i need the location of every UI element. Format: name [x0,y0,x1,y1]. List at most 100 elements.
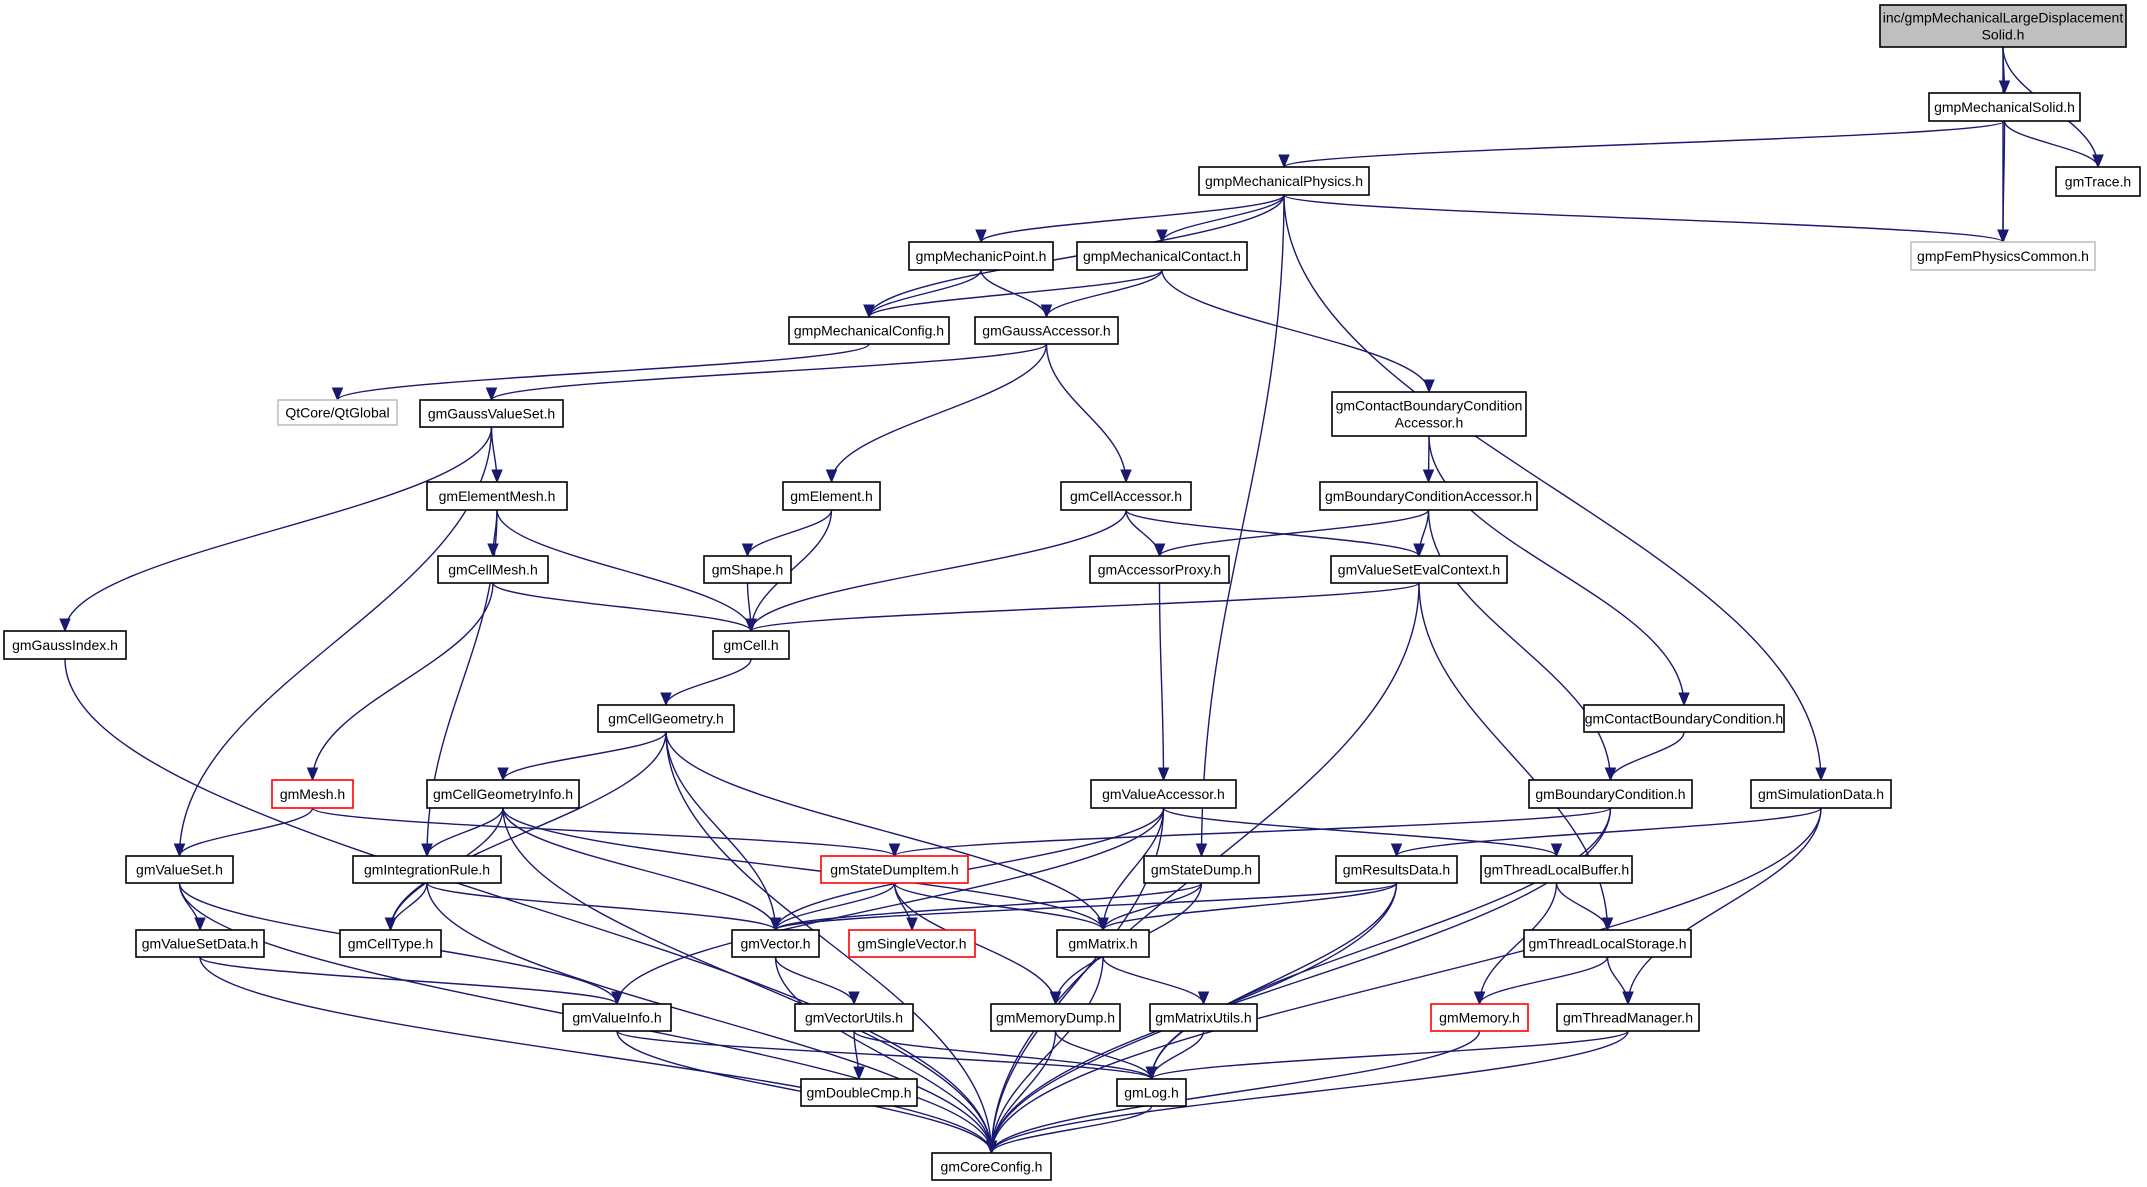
edge-results-data-to-vector [774,882,1398,931]
node-results-data[interactable]: gmResultsData.h [1335,855,1458,884]
arrowhead-icon [888,843,901,858]
arrowhead-icon [59,618,71,633]
node-boundary-condition[interactable]: gmBoundaryCondition.h [1528,779,1693,809]
node-vector[interactable]: gmVector.h [731,929,820,958]
node-box [1480,855,1633,884]
node-cell-type[interactable]: gmCellType.h [339,929,442,958]
node-gauss-accessor[interactable]: gmGaussAccessor.h [974,316,1119,345]
node-box [1319,481,1538,511]
edge-memory-dump-to-core-config [990,1030,1057,1154]
node-label: gmSingleVector.h [858,936,967,952]
node-value-set-eval-context[interactable]: gmValueSetEvalContext.h [1330,555,1508,584]
node-value-accessor[interactable]: gmValueAccessor.h [1090,779,1237,809]
edge-mech-contact-to-contact-bcaccessor [1161,269,1430,393]
node-trace[interactable]: gmTrace.h [2055,166,2141,197]
node-label: gmpMechanicalConfig.h [794,323,944,339]
node-box [703,555,792,584]
node-gauss-index[interactable]: gmGaussIndex.h [3,630,127,660]
node-vector-utils[interactable]: gmVectorUtils.h [794,1003,914,1032]
edge-value-set-eval-context-to-cell [750,582,1420,632]
node-label: Solid.h [1982,27,2025,43]
edge-mech-physics-to-fem-common [1283,194,2004,243]
node-mesh[interactable]: gmMesh.h [271,779,354,809]
edge-memory-dump-to-log [1054,1030,1153,1080]
edge-value-accessor-to-matrix [1102,807,1165,931]
node-state-dump-item[interactable]: gmStateDumpItem.h [820,855,969,884]
node-element[interactable]: gmElement.h [782,481,881,511]
node-state-dump[interactable]: gmStateDump.h [1143,855,1260,884]
edge-value-accessor-to-value-info [616,807,1165,1005]
node-mech-config[interactable]: gmpMechanicalConfig.h [788,316,950,345]
node-mech-contact[interactable]: gmpMechanicalContact.h [1076,241,1248,271]
edge-cell-accessor-to-value-set-eval-context [1125,509,1420,557]
node-cell-geometry[interactable]: gmCellGeometry.h [597,704,735,733]
node-thread-manager[interactable]: gmThreadManager.h [1556,1003,1700,1032]
edge-gauss-accessor-to-cell-accessor [1045,343,1127,483]
node-simulation-data[interactable]: gmSimulationData.h [1750,779,1892,809]
node-single-vector[interactable]: gmSingleVector.h [848,929,976,958]
node-value-info[interactable]: gmValueInfo.h [562,1003,672,1032]
node-cell[interactable]: gmCell.h [712,630,790,660]
node-box [1331,391,1527,437]
node-gauss-value-set[interactable]: gmGaussValueSet.h [419,399,564,428]
node-mech-point[interactable]: gmpMechanicPoint.h [908,241,1054,271]
edge-cell-mesh-to-mesh [311,582,494,781]
node-cell-geometry-info[interactable]: gmCellGeometryInfo.h [426,779,580,809]
node-mech-physics[interactable]: gmpMechanicalPhysics.h [1198,166,1370,196]
node-box [1523,929,1692,958]
node-root[interactable]: inc/gmpMechanicalLargeDisplacementSolid.… [1879,4,2127,48]
node-matrix-utils[interactable]: gmMatrixUtils.h [1149,1003,1258,1032]
node-box [1090,779,1237,809]
arrowhead-icon [1197,991,1210,1006]
node-integration-rule[interactable]: gmIntegrationRule.h [352,855,502,884]
arrowhead-icon [741,543,754,558]
node-label: gmLog.h [1124,1085,1178,1101]
node-contact-bc[interactable]: gmContactBoundaryCondition.h [1583,704,1785,733]
edge-mech-contact-to-mech-config [868,269,1163,318]
node-box [352,855,502,884]
arrowhead-icon [985,1140,998,1155]
arrowhead-icon [1390,843,1403,858]
edge-contact-bc-to-boundary-condition [1609,731,1685,781]
arrowhead-icon [384,917,397,932]
node-bc-accessor[interactable]: gmBoundaryConditionAccessor.h [1319,481,1538,511]
arrowhead-icon [745,618,757,633]
node-shape[interactable]: gmShape.h [703,555,792,584]
node-mech-solid[interactable]: gmpMechanicalSolid.h [1928,92,2081,122]
edge-bc-accessor-to-boundary-condition [1427,509,1612,781]
node-matrix[interactable]: gmMatrix.h [1056,929,1150,958]
node-box [597,704,735,733]
node-label: gmShape.h [712,562,784,578]
node-core-config[interactable]: gmCoreConfig.h [931,1152,1052,1181]
node-label: gmContactBoundaryCondition [1336,398,1523,414]
arrowhead-icon [487,543,499,558]
edge-thread-manager-to-core-config [990,1030,1629,1154]
node-thread-local-buffer[interactable]: gmThreadLocalBuffer.h [1480,855,1633,884]
node-value-set[interactable]: gmValueSet.h [125,855,234,884]
arrowhead-icon [1278,154,1290,169]
node-element-mesh[interactable]: gmElementMesh.h [426,481,568,511]
node-label: gmThreadLocalBuffer.h [1484,862,1629,878]
node-accessor-proxy[interactable]: gmAccessorProxy.h [1089,555,1230,584]
node-box [135,929,265,958]
edge-mech-point-to-mech-config [868,269,982,318]
node-value-set-data[interactable]: gmValueSetData.h [135,929,265,958]
node-memory-dump[interactable]: gmMemoryDump.h [990,1003,1121,1032]
edge-accessor-proxy-to-value-accessor [1158,582,1165,781]
node-label: gmCoreConfig.h [941,1159,1043,1175]
arrowhead-icon [1153,543,1166,558]
node-label: gmThreadManager.h [1563,1010,1693,1026]
node-double-cmp[interactable]: gmDoubleCmp.h [800,1078,918,1107]
edge-vector-utils-to-log [853,1030,1153,1080]
node-box [848,929,976,958]
edge-cell-geometry-info-to-vector [502,807,777,931]
edges-layer [59,46,2104,1155]
node-memory[interactable]: gmMemory.h [1430,1003,1529,1032]
node-cell-mesh[interactable]: gmCellMesh.h [437,555,549,584]
node-thread-local-storage[interactable]: gmThreadLocalStorage.h [1523,929,1692,958]
arrowhead-icon [1601,917,1614,932]
node-log[interactable]: gmLog.h [1116,1078,1187,1107]
arrowhead-icon [1145,1066,1158,1081]
node-cell-accessor[interactable]: gmCellAccessor.h [1060,481,1192,511]
